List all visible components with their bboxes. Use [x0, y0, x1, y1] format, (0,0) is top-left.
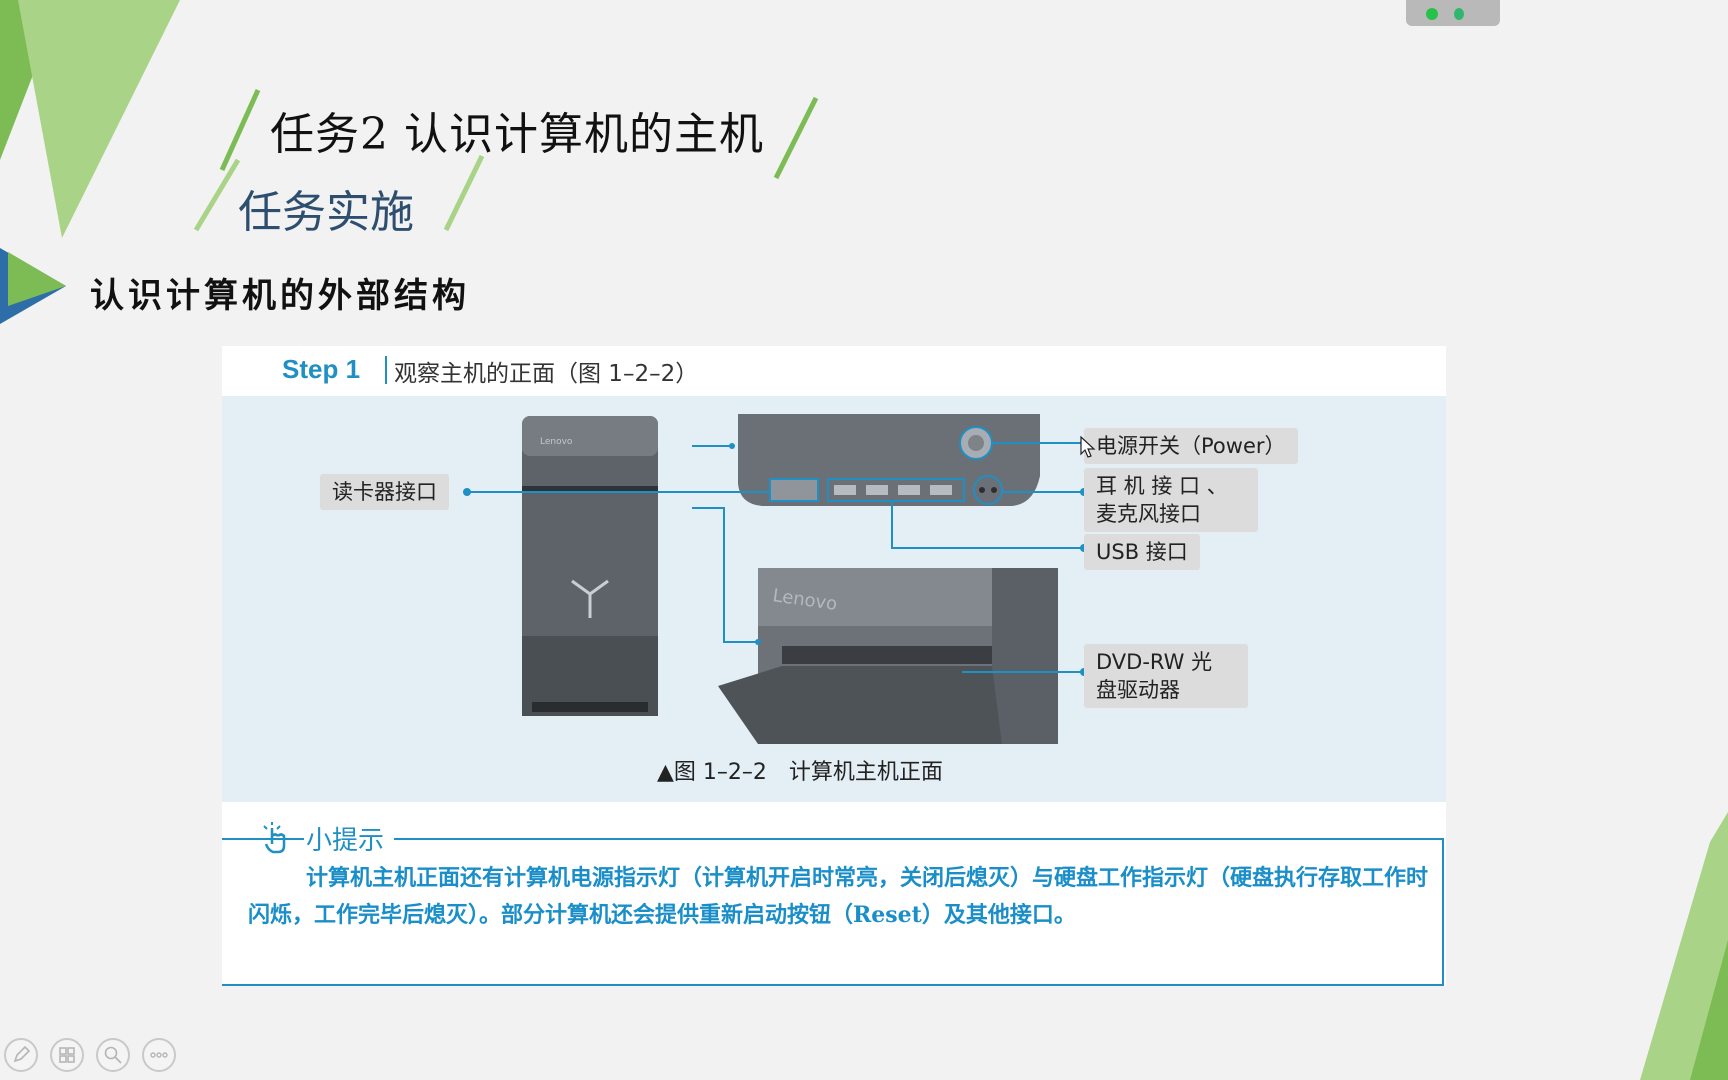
section-heading: 认识计算机的外部结构 [90, 276, 470, 316]
tip-box [222, 838, 1444, 986]
audio-jack [979, 487, 985, 493]
window-dot-icon[interactable] [1454, 8, 1464, 20]
textbook-figure: Step 1 观察主机的正面（图 1–2–2） Lenovo [222, 346, 1446, 986]
zoom-icon [104, 1046, 122, 1064]
callout-usb: USB 接口 [1084, 534, 1200, 570]
deco-slash [193, 158, 241, 232]
deco-triangle-bottom-dark [1690, 940, 1728, 1080]
power-button-core [968, 435, 984, 451]
slides-icon [59, 1047, 75, 1063]
deco-slash [443, 154, 485, 232]
usb-group-outline [827, 478, 965, 502]
callout-dvd: DVD-RW 光 盘驱动器 [1084, 644, 1248, 708]
usb-port [898, 485, 920, 495]
usb-port [866, 485, 888, 495]
tip-text: 计算机主机正面还有计算机电源指示灯（计算机开启时常亮，关闭后熄灭）与硬盘工作指示… [248, 865, 1429, 928]
usb-port [930, 485, 952, 495]
pen-icon [13, 1045, 31, 1063]
section-bullet-green [8, 252, 66, 306]
step-label: Step 1 [282, 354, 361, 384]
callout-power: 电源开关（Power） [1084, 428, 1298, 464]
leader-dot [463, 488, 471, 496]
callout-card-reader: 读卡器接口 [320, 474, 449, 510]
slides-button[interactable] [50, 1038, 84, 1072]
deco-slash [773, 96, 819, 180]
callout-dvd-line1: DVD-RW 光 [1096, 650, 1213, 674]
window-controls [1406, 0, 1500, 26]
figure-area: Lenovo Lenovo [222, 396, 1446, 802]
figure-caption: ▲图 1–2–2 计算机主机正面 [657, 760, 943, 785]
leader-dot [755, 639, 761, 645]
more-options-button[interactable] [142, 1038, 176, 1072]
card-reader-slot [769, 478, 819, 502]
step-text: 观察主机的正面（图 1–2–2） [394, 361, 699, 387]
callout-dvd-line2: 盘驱动器 [1096, 678, 1180, 702]
computer-case-illustration: Lenovo Lenovo [463, 414, 1088, 744]
deco-triangle-bottom [1640, 812, 1728, 1080]
tower-drive-slot [522, 486, 658, 492]
callout-audio: 耳 机 接 口 、 麦克风接口 [1084, 468, 1258, 532]
usb-port [834, 485, 856, 495]
callout-audio-line1: 耳 机 接 口 、 [1096, 474, 1228, 498]
dvd-side-vents [992, 568, 1058, 744]
deco-slash [219, 88, 261, 172]
pen-tool-button[interactable] [4, 1038, 38, 1072]
mic-jack [991, 487, 997, 493]
tip-line [222, 838, 246, 840]
deco-triangle-light [18, 0, 180, 238]
pointing-hand-icon [263, 822, 286, 854]
more-icon [150, 1052, 168, 1058]
tower-brand: Lenovo [540, 437, 573, 447]
slide-title: 任务2 认识计算机的主机 [270, 109, 764, 160]
dvd-tray-slot [782, 646, 992, 664]
tower-vent [532, 702, 648, 712]
tip-title: 小提示 [304, 820, 395, 857]
leader-dot [729, 443, 735, 449]
step-header: Step 1 观察主机的正面（图 1–2–2） [222, 346, 1446, 394]
step-divider [385, 356, 387, 384]
callout-audio-line2: 麦克风接口 [1096, 502, 1201, 526]
leader-line-dvd-link [692, 507, 758, 643]
audio-jack-outline [973, 475, 1003, 505]
tower-bottom-panel [522, 636, 658, 716]
zoom-button[interactable] [96, 1038, 130, 1072]
mouse-cursor-icon [1080, 436, 1096, 458]
dvd-open-tray [718, 666, 1002, 744]
lenovo-y-logo [571, 579, 609, 618]
window-dot-icon[interactable] [1426, 8, 1438, 20]
slide-subtitle: 任务实施 [238, 187, 414, 238]
leader-line-usb [891, 501, 1084, 549]
tower-top [522, 416, 658, 456]
